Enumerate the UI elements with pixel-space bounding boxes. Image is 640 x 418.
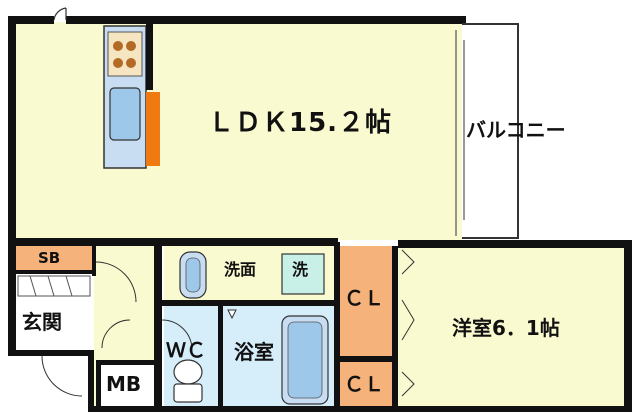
counter-orange (146, 92, 160, 166)
ldk-label: ＬＤＫ15.２帖 (208, 108, 393, 138)
mb-floor (100, 362, 156, 408)
kitchen-wall (146, 22, 153, 90)
burner-icon (126, 58, 136, 68)
youshitsu-floor (398, 246, 628, 408)
door-swings (41, 249, 415, 397)
balcony-floor (462, 22, 520, 240)
genkan-label: 玄関 (22, 310, 62, 334)
door-swing-icon (53, 7, 67, 21)
burner-icon (113, 41, 123, 51)
cl-upper-floor (338, 246, 394, 358)
genkan-floor (14, 272, 94, 352)
stove-area (107, 31, 143, 77)
wc-label: ＷＣ (166, 338, 206, 362)
floor-drain-icon (227, 309, 237, 320)
youshitsu-label: 洋室6．1帖 (452, 316, 560, 340)
kitchen-counter (103, 22, 160, 169)
walls (8, 16, 632, 412)
sb-floor (14, 246, 94, 272)
shoe-box (17, 275, 91, 297)
cl-lower-floor (338, 362, 394, 408)
cl-lower-label: ＣＬ (344, 372, 384, 396)
balcony-outline (455, 23, 519, 239)
cl-upper-label: ＣＬ (344, 286, 384, 310)
toilet-icon (173, 359, 203, 403)
yokushitsu-label: 浴室 (234, 340, 274, 364)
sink-icon (109, 87, 141, 141)
bathtub-inner (287, 321, 323, 399)
sb-label: SB (38, 249, 61, 267)
sen-label: 洗 (292, 260, 309, 279)
balcony-label: バルコニー (466, 118, 566, 142)
washbasin-inner (185, 257, 201, 293)
mb-label: MB (106, 372, 142, 396)
burner-icon (113, 58, 123, 68)
ldk-floor (14, 22, 462, 240)
burner-icon (126, 41, 136, 51)
senmen-label: 洗面 (224, 260, 257, 279)
washing-machine-icon (281, 253, 325, 295)
